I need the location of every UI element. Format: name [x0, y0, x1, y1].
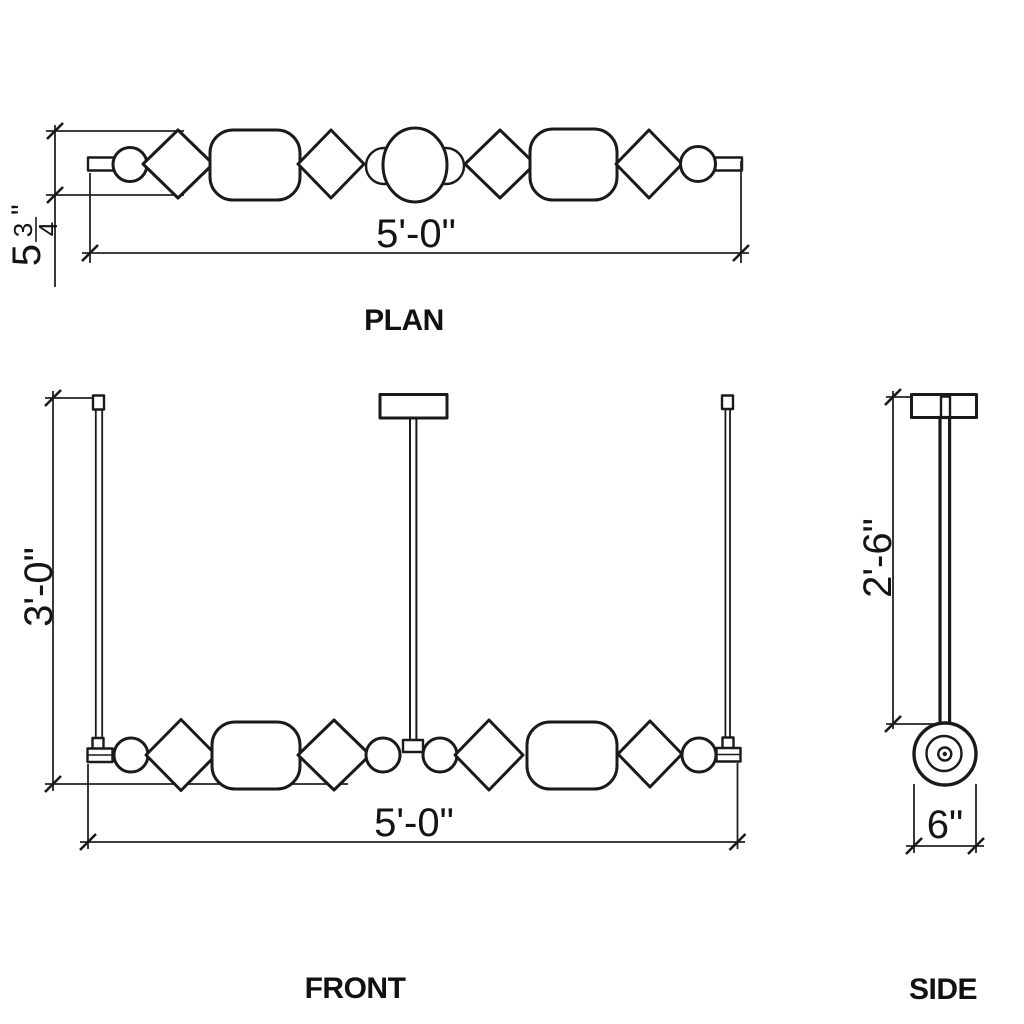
side-view-title: SIDE: [909, 973, 977, 1006]
dimension-tick: [44, 389, 62, 407]
dimension-tick: [81, 244, 99, 262]
side-view: 2'-6" 6" SIDE: [856, 388, 985, 1006]
suspension-rod-left: [94, 408, 104, 739]
plan-bead-diamond: [141, 128, 215, 200]
dimension-tick: [884, 715, 902, 733]
dimension-tick: [44, 775, 62, 793]
side-fixture: [910, 393, 978, 787]
front-bead-drum: [210, 720, 302, 791]
side-drop-dimension-label: 2'-6": [856, 518, 900, 598]
plan-bead-diamond: [463, 128, 537, 200]
plan-width-dimension-label: 5'-0": [376, 212, 456, 256]
plan-depth-dimension-label: 5 3 4 ": [5, 204, 63, 266]
ceiling-canopy: [378, 393, 449, 420]
side-diameter-dimension: 6": [905, 784, 985, 855]
plan-bead-diamond: [614, 128, 684, 200]
front-bead-sphere-small: [112, 736, 150, 774]
plan-bead-diamond: [296, 128, 366, 200]
front-height-dimension-label: 3'-0": [17, 547, 61, 627]
dimension-tick: [46, 186, 64, 204]
dimension-tick: [905, 837, 923, 855]
fixture-end-center-dot: [942, 751, 947, 757]
dimension-tick: [967, 837, 985, 855]
plan-width-dimension: 5'-0": [81, 161, 750, 263]
front-height-dimension: 3'-0": [17, 389, 348, 793]
plan-view: 5 3 4 ": [5, 122, 750, 337]
plan-bead-drum: [208, 128, 302, 202]
plan-bead-drum: [528, 127, 619, 202]
front-bead-sphere-small: [680, 736, 718, 774]
dimension-tick: [728, 833, 747, 851]
rod-top-cap-right: [720, 394, 735, 411]
front-bead-diamond: [144, 718, 218, 792]
svg-text:3'-0": 3'-0": [17, 547, 61, 627]
front-bead-drum: [525, 720, 619, 791]
front-bead-diamond: [453, 718, 525, 792]
plan-fixture: [86, 126, 744, 204]
suspension-rod-right: [724, 408, 731, 739]
plan-depth-dimension: 5 3 4 ": [5, 122, 184, 287]
front-width-dimension: 5'-0": [79, 763, 747, 851]
front-width-dimension-label: 5'-0": [374, 801, 454, 845]
front-bead-diamond: [296, 718, 372, 792]
svg-text:": ": [6, 204, 39, 215]
svg-text:2'-6": 2'-6": [856, 518, 900, 598]
rod-top-cap-left: [91, 394, 106, 411]
front-fixture: [86, 718, 742, 792]
plan-view-title: PLAN: [364, 304, 444, 337]
canopy-stub: [939, 395, 952, 419]
dimension-tick: [46, 122, 64, 140]
svg-text:5: 5: [5, 244, 49, 266]
front-suspension: [91, 393, 735, 740]
svg-text:3: 3: [8, 223, 38, 237]
plan-bead-sphere-small: [679, 145, 717, 183]
side-drop-dimension: 2'-6": [856, 388, 934, 733]
svg-text:4: 4: [33, 222, 63, 236]
suspension-stem-side: [938, 415, 952, 731]
front-bead-sphere-small: [421, 736, 459, 774]
front-view-title: FRONT: [305, 972, 406, 1005]
front-bead-sphere-small: [364, 736, 402, 774]
stem-connector: [401, 738, 425, 754]
dimension-tick: [884, 388, 902, 406]
dimension-tick: [79, 833, 97, 851]
plan-bead-sphere-large: [381, 126, 449, 204]
dimension-tick: [732, 244, 750, 262]
front-view: 3'-0": [17, 389, 747, 1005]
front-bead-diamond: [616, 719, 684, 789]
plan-end-stub-right: [713, 156, 744, 172]
side-diameter-dimension-label: 6": [927, 803, 963, 847]
